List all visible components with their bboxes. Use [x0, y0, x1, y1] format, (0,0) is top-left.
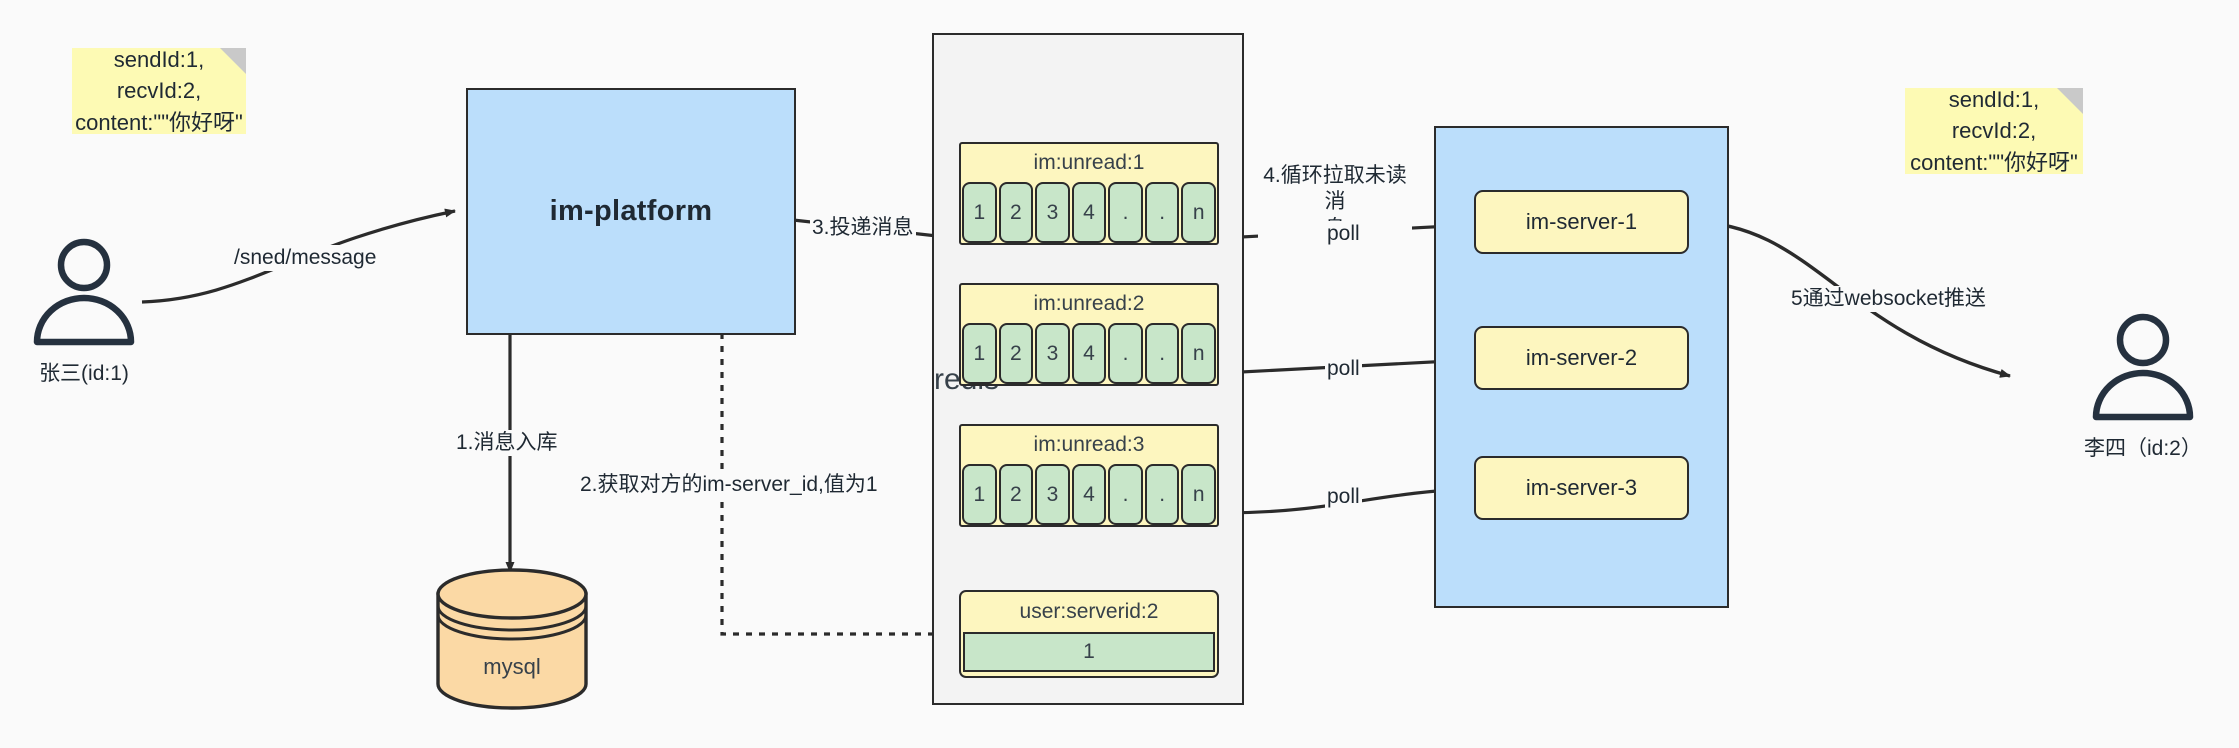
list-cell: .: [1144, 182, 1180, 243]
note-sender-text: sendId:1, recvId:2, content:""你好呀": [75, 47, 243, 135]
node-im-platform[interactable]: im-platform: [466, 88, 796, 335]
list-cell: 2: [998, 182, 1034, 243]
list-cell: .: [1144, 323, 1180, 384]
list-cell: .: [1108, 182, 1143, 243]
actor-receiver-label: 李四（id:2）: [2084, 437, 2202, 460]
redis-key-block-1[interactable]: im:unread:2 1 2 3 4 . . n: [959, 283, 1219, 386]
note-receiver-payload: sendId:1, recvId:2, content:""你好呀": [1905, 87, 2083, 175]
edge-label-step1: 1.消息入库: [454, 430, 560, 457]
edge-label-step3: 3.投递消息: [810, 215, 916, 242]
node-im-server-2[interactable]: im-server-2: [1474, 326, 1689, 390]
node-im-server-2-label: im-server-2: [1525, 345, 1638, 370]
database-icon: mysql: [436, 568, 588, 710]
person-icon: [33, 238, 135, 346]
list-cell: 1: [962, 464, 997, 525]
list-cell: n: [1181, 182, 1217, 243]
list-cell: .: [1108, 323, 1143, 384]
node-im-server-1[interactable]: im-server-1: [1474, 190, 1689, 254]
list-cell: 4: [1071, 323, 1107, 384]
redis-key-title: im:unread:2: [1033, 292, 1145, 315]
list-cell: 4: [1071, 182, 1107, 243]
person-icon: [2092, 313, 2194, 421]
redis-list-cells: 1 2 3 4 . . n: [961, 323, 1217, 384]
dogear-icon: [2057, 88, 2083, 114]
node-im-server-3-label: im-server-3: [1525, 475, 1638, 500]
node-mysql[interactable]: mysql: [432, 568, 592, 715]
list-cell: n: [1181, 464, 1217, 525]
edge-label-step2: 2.获取对方的im-server_id,值为1: [578, 472, 880, 499]
list-cell: n: [1181, 323, 1217, 384]
list-cell: 1: [962, 182, 997, 243]
dogear-icon: [220, 48, 246, 74]
redis-list-cells: 1 2 3 4 . . n: [961, 464, 1217, 525]
list-cell: 4: [1071, 464, 1107, 525]
note-sender-payload: sendId:1, recvId:2, content:""你好呀": [72, 47, 246, 135]
edge-label-poll-1: poll: [1325, 221, 1362, 248]
redis-key-title: im:unread:1: [1033, 151, 1145, 174]
node-im-server-3[interactable]: im-server-3: [1474, 456, 1689, 520]
list-cell: 1: [962, 323, 997, 384]
list-cell: .: [1144, 464, 1180, 525]
actor-receiver: 李四（id:2）: [2084, 313, 2202, 462]
edge-label-poll-3: poll: [1325, 484, 1362, 511]
redis-key-title: im:unread:3: [1033, 433, 1145, 456]
edge-label-send-message: /sned/message: [232, 245, 379, 272]
list-cell: 3: [1035, 323, 1070, 384]
node-im-platform-label: im-platform: [549, 195, 713, 227]
note-receiver-text: sendId:1, recvId:2, content:""你好呀": [1910, 87, 2078, 175]
list-cell: 3: [1035, 464, 1070, 525]
edge-label-step5: 5通过websocket推送: [1789, 286, 1988, 313]
node-mysql-label: mysql: [483, 654, 540, 679]
redis-kv-key: user:serverid:2: [1019, 600, 1159, 623]
node-im-server-1-label: im-server-1: [1525, 209, 1638, 234]
list-cell: 2: [998, 323, 1034, 384]
actor-sender: 张三(id:1): [26, 238, 142, 387]
redis-key-block-0[interactable]: im:unread:1 1 2 3 4 . . n: [959, 142, 1219, 245]
redis-list-cells: 1 2 3 4 . . n: [961, 182, 1217, 243]
redis-kv-value: 1: [963, 632, 1215, 672]
list-cell: 2: [998, 464, 1034, 525]
actor-sender-label: 张三(id:1): [39, 362, 129, 385]
edge-label-poll-2: poll: [1325, 356, 1362, 383]
list-cell: .: [1108, 464, 1143, 525]
list-cell: 3: [1035, 182, 1070, 243]
redis-key-block-2[interactable]: im:unread:3 1 2 3 4 . . n: [959, 424, 1219, 527]
redis-kv-block[interactable]: user:serverid:2 1: [959, 590, 1219, 678]
